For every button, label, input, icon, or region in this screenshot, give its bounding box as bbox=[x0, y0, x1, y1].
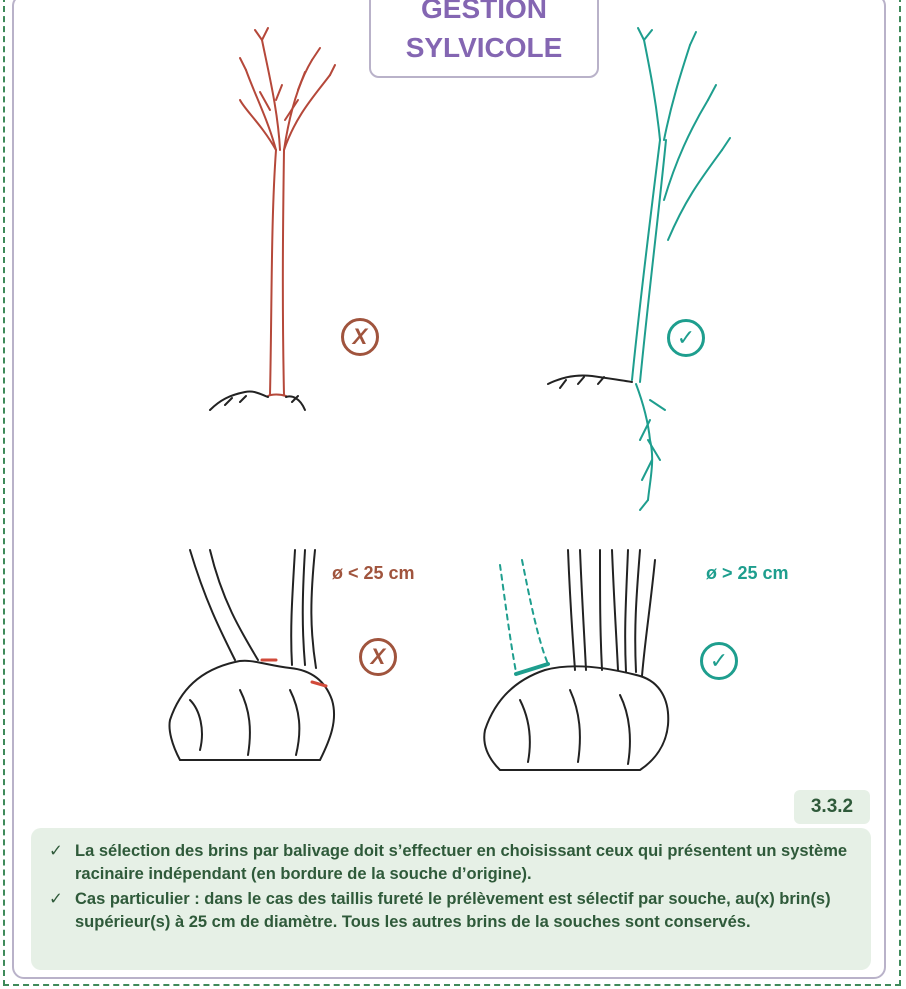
diameter-label-small: ø < 25 cm bbox=[332, 563, 415, 584]
incorrect-mark-icon-top: X bbox=[341, 318, 379, 356]
note-item: ✓ Cas particulier : dans le cas des tail… bbox=[55, 888, 855, 933]
incorrect-mark-icon-bottom: X bbox=[359, 638, 397, 676]
notes-box: ✓ La sélection des brins par balivage do… bbox=[31, 828, 871, 970]
stump-base-drawing-top-left bbox=[210, 392, 305, 410]
check-icon: ✓ bbox=[49, 840, 63, 863]
note-text: La sélection des brins par balivage doit… bbox=[55, 840, 855, 885]
diameter-label-large: ø > 25 cm bbox=[706, 563, 789, 584]
coppice-stump-drawing-right bbox=[484, 550, 668, 770]
note-item: ✓ La sélection des brins par balivage do… bbox=[55, 840, 855, 885]
section-title-line1: GESTION bbox=[371, 0, 597, 25]
cut-mark-right bbox=[516, 664, 548, 674]
coppice-stump-drawing-left bbox=[169, 550, 334, 760]
note-text: Cas particulier : dans le cas des tailli… bbox=[55, 888, 855, 933]
tree-with-roots-drawing bbox=[632, 28, 730, 510]
stump-base-drawing-top-right bbox=[548, 375, 632, 388]
correct-mark-icon-top: ✓ bbox=[667, 319, 705, 357]
dashed-trunk-right bbox=[500, 560, 548, 672]
correct-mark-icon-bottom: ✓ bbox=[700, 642, 738, 680]
tree-without-roots-drawing bbox=[240, 28, 335, 396]
section-title-tab: GESTION SYLVICOLE bbox=[369, 0, 599, 78]
reference-number-badge: 3.3.2 bbox=[794, 790, 870, 824]
check-icon: ✓ bbox=[49, 888, 63, 911]
section-title-line2: SYLVICOLE bbox=[371, 31, 597, 64]
cut-marks-left bbox=[262, 660, 326, 686]
